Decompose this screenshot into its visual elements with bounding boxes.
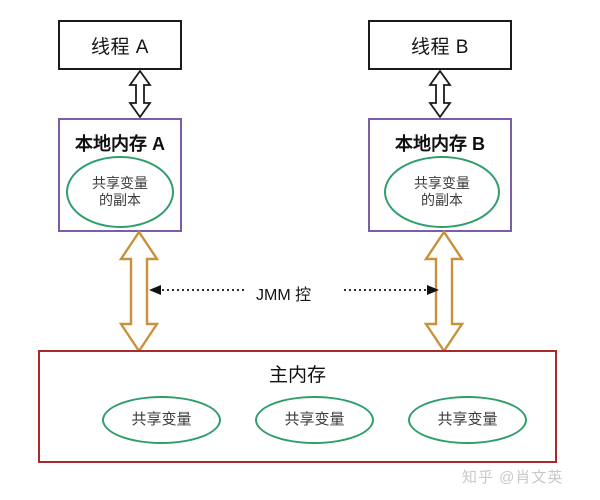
thread-a-local-memory-a-arrow	[128, 69, 152, 119]
local-memory-a-title: 本地内存 A	[75, 134, 165, 154]
jmm-left-dotted-arrow	[149, 285, 244, 295]
main-memory-shared-variable-label-2: 共享变量	[284, 410, 345, 428]
local-memory-a-variable-copy-ellipse: 共享变量 的副本	[66, 156, 174, 228]
thread-b-local-memory-b-arrow	[428, 69, 452, 119]
main-memory-box: 主内存 共享变量 共享变量 共享变量	[38, 350, 557, 463]
main-memory-shared-variable-ellipse-2: 共享变量	[255, 396, 374, 444]
thread-b-box: 线程 B	[368, 20, 512, 70]
main-memory-shared-variable-ellipse-3: 共享变量	[408, 396, 527, 444]
jmm-right-dotted-arrow	[344, 285, 439, 295]
main-memory-shared-variable-label-1: 共享变量	[131, 410, 192, 428]
jmm-control-label: JMM 控	[256, 287, 312, 304]
local-memory-a-variable-copy-label: 共享变量 的副本	[92, 174, 148, 209]
local-memory-b-title: 本地内存 B	[395, 134, 485, 154]
main-memory-shared-variable-label-3: 共享变量	[437, 410, 498, 428]
thread-a-label: 线程 A	[91, 36, 149, 58]
local-memory-b-variable-copy-ellipse: 共享变量 的副本	[384, 156, 500, 228]
thread-b-label: 线程 B	[411, 36, 469, 58]
main-memory-title: 主内存	[268, 365, 326, 386]
watermark: 知乎 @肖文英	[462, 469, 564, 486]
local-memory-a-box: 本地内存 A 共享变量 的副本	[58, 118, 182, 232]
local-memory-b-box: 本地内存 B 共享变量 的副本	[368, 118, 512, 232]
local-memory-b-variable-copy-label: 共享变量 的副本	[414, 174, 470, 209]
thread-a-box: 线程 A	[58, 20, 182, 70]
main-memory-shared-variable-ellipse-1: 共享变量	[102, 396, 221, 444]
